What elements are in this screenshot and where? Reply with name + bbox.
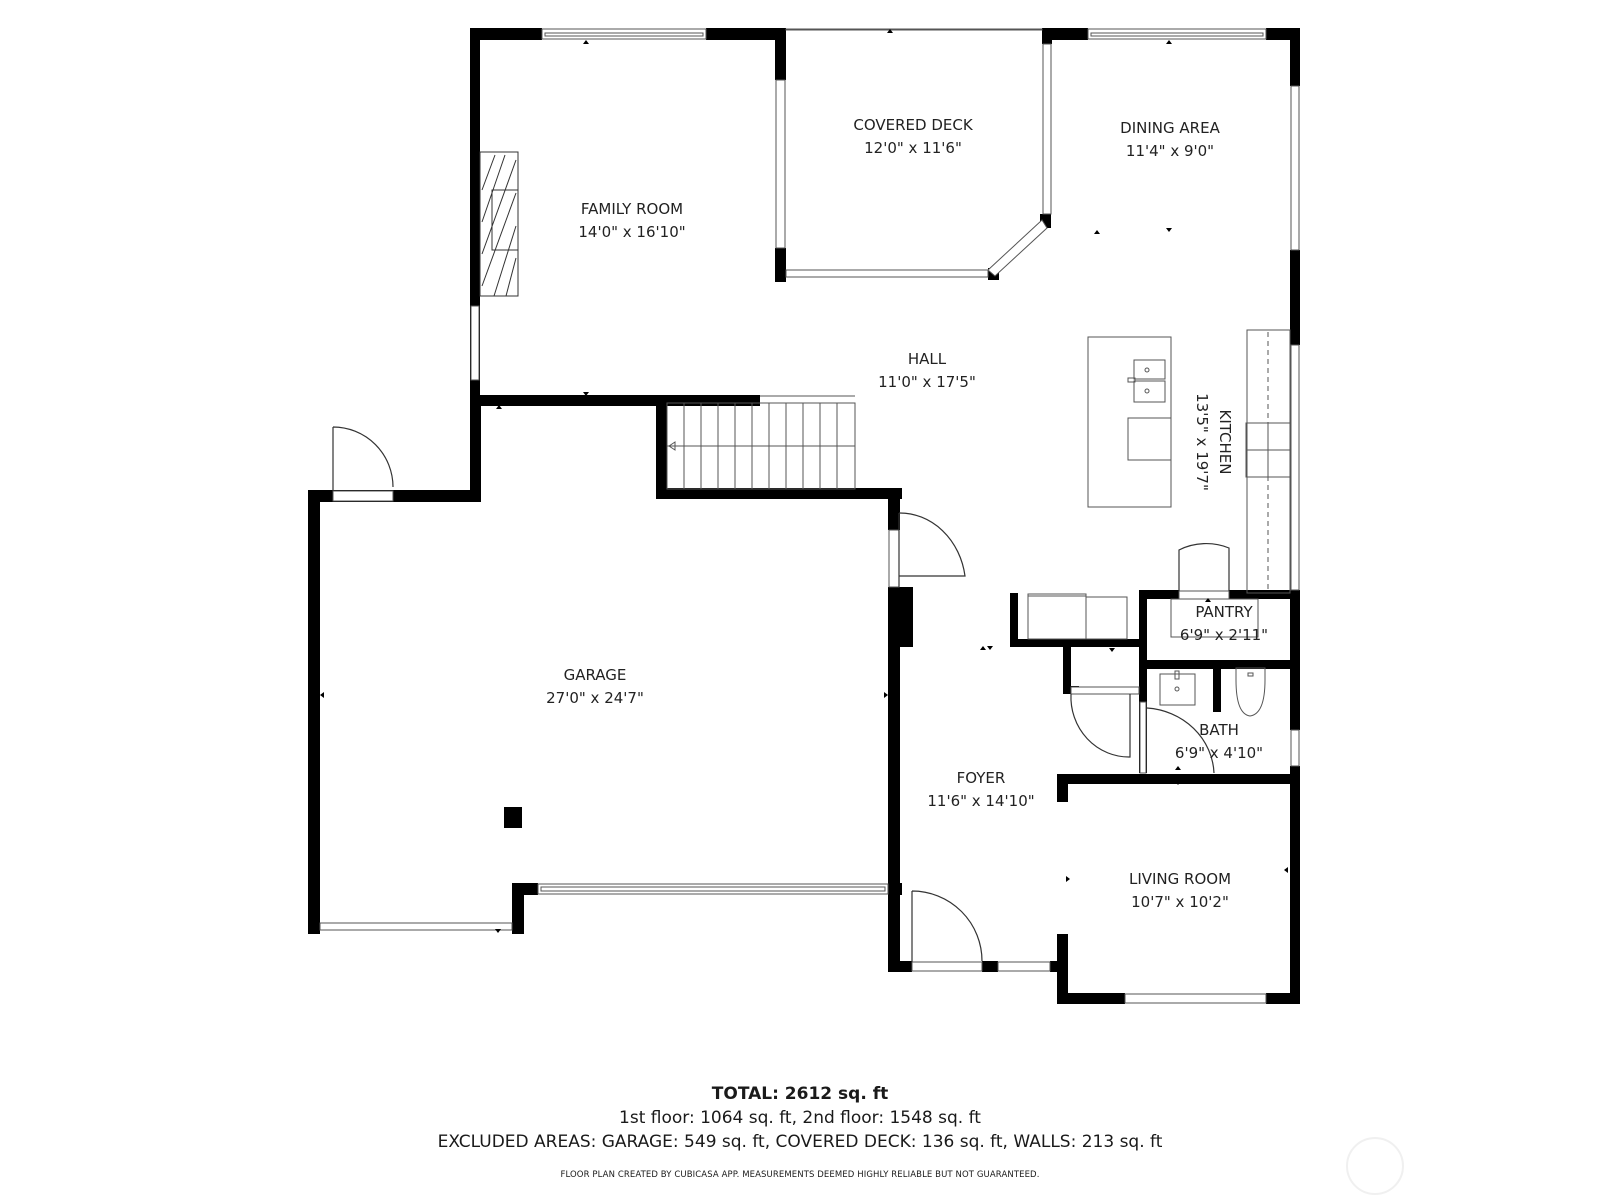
counter (1246, 329, 1291, 594)
room-covered-deck: COVERED DECK 12'0" x 11'6" (853, 114, 972, 160)
front-door (911, 890, 983, 962)
kitchen-island (1087, 336, 1172, 508)
garage-entry-door (898, 512, 966, 587)
room-dimensions: 11'0" x 17'5" (878, 373, 976, 391)
room-dimensions: 10'7" x 10'2" (1131, 893, 1229, 911)
toilet (1235, 667, 1266, 717)
room-name: FOYER (956, 769, 1006, 787)
room-family-room: FAMILY ROOM 14'0" x 16'10" (578, 198, 685, 244)
room-name: DINING AREA (1120, 119, 1220, 137)
room-name: FAMILY ROOM (580, 200, 684, 218)
room-name: PANTRY (1195, 603, 1253, 621)
area-summary: TOTAL: 2612 sq. ft 1st floor: 1064 sq. f… (0, 1082, 1600, 1182)
room-name: GARAGE (563, 666, 627, 684)
total-area: TOTAL: 2612 sq. ft (711, 1084, 889, 1104)
staircase (666, 395, 856, 490)
room-foyer: FOYER 11'6" x 14'10" (927, 767, 1034, 813)
room-living-room: LIVING ROOM 10'7" x 10'2" (1129, 868, 1231, 914)
room-dimensions: 27'0" x 24'7" (546, 689, 644, 707)
pantry-door (1178, 542, 1230, 591)
walls (308, 28, 1300, 1004)
room-dimensions: 13'5" x 19'7" (1193, 393, 1211, 491)
kitchen-fixtures (1027, 329, 1292, 640)
room-name: HALL (907, 350, 947, 368)
floor-areas: 1st floor: 1064 sq. ft, 2nd floor: 1548 … (619, 1108, 981, 1128)
bath-sink (1159, 673, 1196, 706)
fireplace (479, 151, 519, 297)
room-name: KITCHEN (1216, 409, 1234, 475)
bath-fixtures (1159, 667, 1266, 717)
dishwasher (1127, 417, 1172, 461)
room-kitchen: KITCHEN 13'5" x 19'7" (1190, 393, 1236, 491)
room-garage: GARAGE 27'0" x 24'7" (546, 664, 644, 710)
room-name: LIVING ROOM (1128, 870, 1232, 888)
excluded-areas: EXCLUDED AREAS: GARAGE: 549 sq. ft, COVE… (437, 1132, 1163, 1152)
room-dimensions: 11'4" x 9'0" (1125, 142, 1215, 160)
room-bath: BATH 6'9" x 4'10" (1175, 719, 1263, 765)
closet-door (1070, 693, 1131, 758)
room-hall: HALL 11'0" x 17'5" (878, 348, 976, 394)
room-dimensions: 6'9" x 2'11" (1179, 626, 1269, 644)
measurement-markers (320, 29, 1288, 933)
room-dimensions: 6'9" x 4'10" (1174, 744, 1264, 762)
bay-window (987, 219, 1048, 277)
room-pantry: PANTRY 6'9" x 2'11" (1180, 601, 1268, 647)
room-dimensions: 14'0" x 16'10" (578, 223, 686, 241)
room-dimensions: 11'6" x 14'10" (927, 792, 1035, 810)
doors (332, 426, 1230, 962)
room-name: COVERED DECK (853, 116, 973, 134)
room-dimensions: 12'0" x 11'6" (864, 139, 962, 157)
disclaimer: FLOOR PLAN CREATED BY CUBICASA APP. MEAS… (560, 1170, 1040, 1180)
sink-basin (1133, 359, 1166, 380)
room-dining-area: DINING AREA 11'4" x 9'0" (1120, 117, 1220, 163)
watermark-logo-icon (1346, 1137, 1404, 1195)
bath-door (1146, 707, 1215, 774)
garage-side-door (332, 426, 394, 491)
room-name: BATH (1199, 721, 1239, 739)
windows (319, 28, 1300, 1004)
